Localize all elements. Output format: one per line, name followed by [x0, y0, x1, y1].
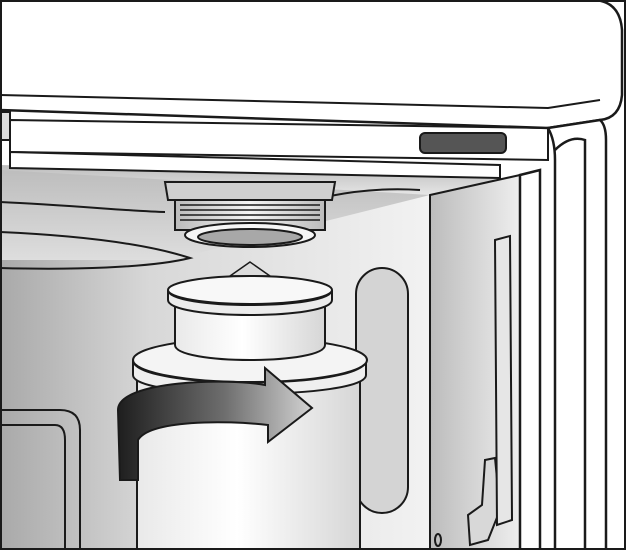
handle-slot	[419, 132, 507, 154]
right-wall-details	[355, 234, 514, 547]
door-frame-right	[518, 118, 608, 550]
left-lower-bracket	[0, 409, 81, 550]
countertop-panel	[0, 0, 624, 130]
threaded-socket	[163, 181, 337, 248]
front-frame	[0, 111, 549, 180]
clockwise-rotation-arrow-icon	[116, 365, 314, 481]
ceiling-rings	[0, 188, 421, 270]
side-recess	[355, 267, 409, 514]
